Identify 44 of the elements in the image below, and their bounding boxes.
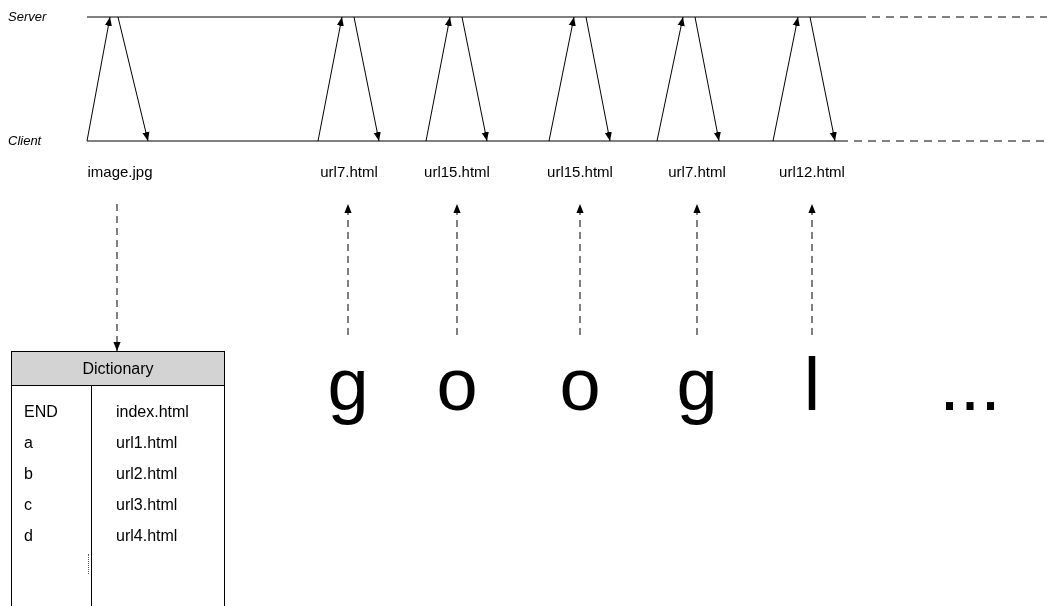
arrow	[117, 16, 150, 142]
arrow	[317, 16, 344, 142]
message-letter: l	[803, 335, 821, 435]
arrow	[772, 16, 800, 142]
arrow	[461, 16, 489, 142]
arrow	[809, 16, 837, 142]
arrow	[576, 203, 584, 336]
table-cell: url2.html	[116, 465, 178, 483]
arrow	[656, 16, 685, 142]
table-cell: index.html	[116, 403, 189, 421]
arrow	[808, 203, 816, 336]
file-name: url15.html	[424, 163, 490, 204]
message-letter: o	[436, 335, 478, 435]
arrow	[585, 16, 612, 142]
arrow	[453, 203, 461, 336]
table-cell: d	[24, 527, 33, 545]
timeline-label: Server	[8, 10, 47, 24]
file-name: url7.html	[320, 163, 378, 204]
arrow	[548, 16, 576, 142]
file-name: url7.html	[668, 163, 726, 204]
message-letter: o	[559, 335, 601, 435]
arrow	[425, 16, 452, 142]
message-letter: g	[676, 335, 718, 435]
table-cell: url1.html	[116, 434, 178, 452]
file-name: image.jpg	[87, 163, 153, 204]
table-cell: url3.html	[116, 496, 178, 514]
arrow	[113, 203, 121, 352]
file-name: url12.html	[779, 163, 845, 204]
table-cell: a	[24, 434, 33, 452]
table-cell: b	[24, 465, 33, 483]
arrow	[86, 16, 112, 142]
arrow	[693, 203, 701, 336]
table-cell: url4.html	[116, 527, 178, 545]
ellipsis: ...	[939, 342, 1001, 428]
arrow	[344, 203, 352, 336]
table-cell: END	[24, 403, 58, 421]
arrow	[694, 16, 721, 142]
table-header: Dictionary	[12, 352, 224, 386]
message-letter: g	[327, 335, 369, 435]
timeline-label: Client	[8, 134, 42, 148]
file-name: url15.html	[547, 163, 613, 204]
table-cell: c	[24, 496, 32, 514]
arrow	[353, 16, 381, 142]
dictionary-table	[11, 351, 225, 606]
